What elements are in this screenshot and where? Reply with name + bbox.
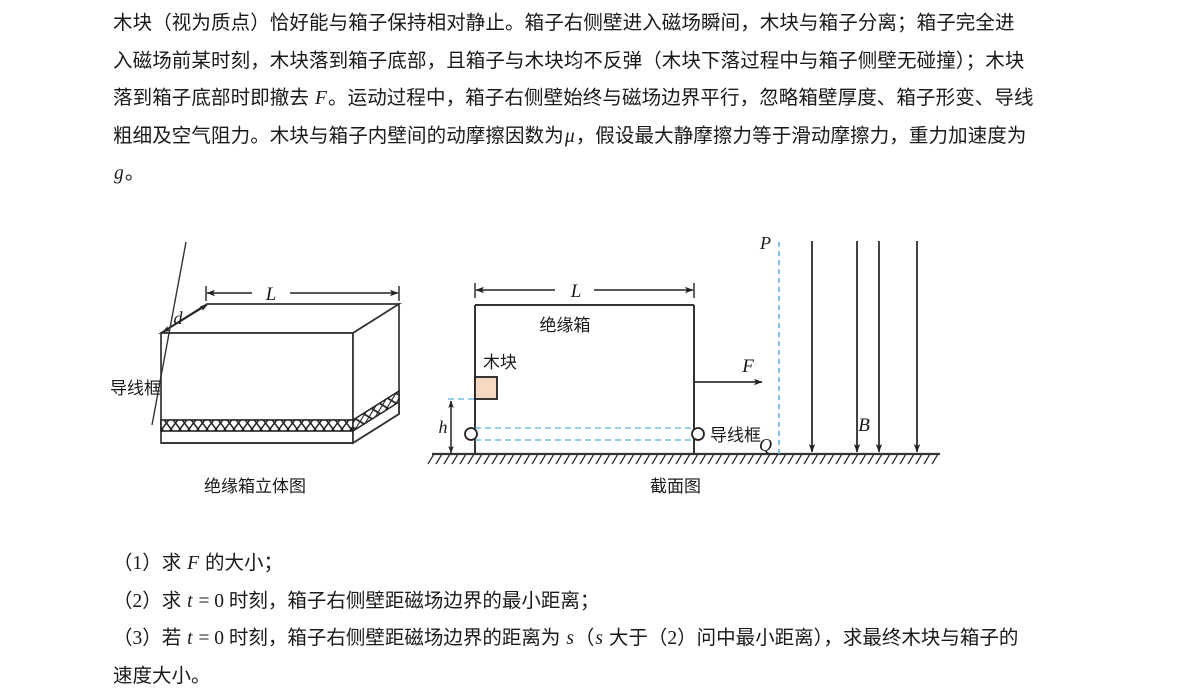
dimension-h-section: h <box>439 400 454 454</box>
wire-frame-node-left <box>464 427 478 441</box>
symbol-F: F <box>314 88 327 109</box>
symbol-g: g <box>114 163 124 184</box>
wire-frame-node-right <box>691 427 705 441</box>
label-B: B <box>858 415 870 436</box>
problem-statement: 木块（视为质点）恰好能与箱子保持相对静止。箱子右侧壁进入磁场瞬间，木块与箱子分离… <box>113 0 1077 193</box>
question-item: （2）求 t = 0 时刻，箱子右侧壁距磁场边界的最小距离； <box>113 590 600 612</box>
label-L-section: L <box>570 281 582 302</box>
question-item: （1）求 F 的大小； <box>113 553 283 574</box>
dimension-L-section: L <box>474 281 695 302</box>
label-F: F <box>741 356 754 377</box>
dimension-L-isometric: L <box>205 284 400 305</box>
wooden-block <box>474 376 498 400</box>
isometric-box-diagram: L d <box>110 241 402 445</box>
force-F-arrow: F <box>694 356 763 386</box>
box-bottom-side-edge <box>352 413 400 444</box>
isometric-caption: 绝缘箱立体图 <box>204 477 306 496</box>
ground-hatching <box>427 453 939 465</box>
figure-svg: L d <box>110 233 940 465</box>
symbol-F: F <box>187 553 200 574</box>
question-item: 速度大小。 <box>113 665 211 687</box>
symbol-mu: μ <box>564 125 575 147</box>
symbol-s: s <box>595 628 604 649</box>
statement-line: 木块（视为质点）恰好能与箱子保持相对静止。箱子右侧壁进入磁场瞬间，木块与箱子分离… <box>113 13 1015 34</box>
label-d-isometric: d <box>174 308 184 328</box>
field-arrows-B: B <box>808 241 921 453</box>
block-label: 木块 <box>483 353 517 372</box>
symbol-t: t <box>187 590 193 612</box>
question-item: （3）若 t = 0 时刻，箱子右侧壁距磁场边界的距离为 s（s 大于（2）问中… <box>113 628 1019 649</box>
label-L-isometric: L <box>265 284 277 305</box>
statement-line: 落到箱子底部时即撤去 F。运动过程中，箱子右侧壁始终与磁场边界平行，忽略箱壁厚度… <box>113 88 1034 109</box>
label-Q: Q <box>759 435 772 455</box>
label-P: P <box>759 233 771 253</box>
wire-frame-band-front <box>160 419 354 432</box>
figure-group: L d <box>0 225 1190 510</box>
statement-line: 粗细及空气阻力。木块与箱子内壁间的动摩擦因数为μ，假设最大静摩擦力等于滑动摩擦力… <box>113 125 1027 147</box>
wire-frame-label-section: 导线框 <box>710 426 761 445</box>
question-list: （1）求 F 的大小； （2）求 t = 0 时刻，箱子右侧壁距磁场边界的最小距… <box>113 545 1077 695</box>
wire-frame-label-isometric: 导线框 <box>110 379 161 398</box>
symbol-s: s <box>566 628 574 649</box>
wire-frame-leader-line <box>151 241 187 426</box>
statement-line: g。 <box>114 163 145 184</box>
label-h-section: h <box>439 417 448 437</box>
cross-section-caption: 截面图 <box>650 477 701 496</box>
insulated-box-label: 绝缘箱 <box>540 316 591 335</box>
statement-line: 入磁场前某时刻，木块落到箱子底部，且箱子与木块均不反弹（木块下落过程中与箱子侧壁… <box>113 50 1025 72</box>
cross-section-diagram: L 绝缘箱 木块 h <box>427 233 940 465</box>
symbol-t: t <box>187 628 193 649</box>
